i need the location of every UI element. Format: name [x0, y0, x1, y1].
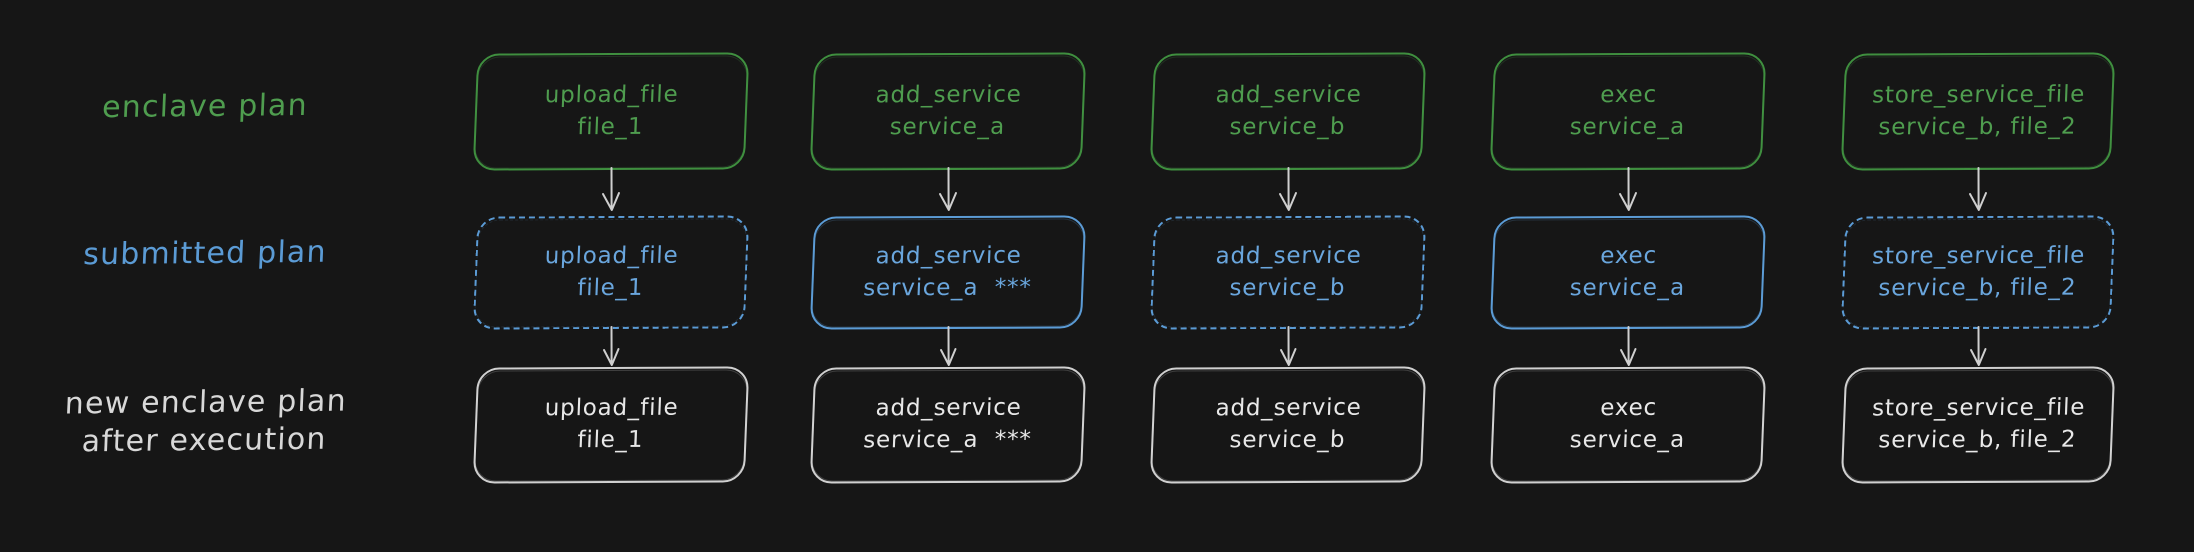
node-enclave-plan-col5[interactable]: store_service_file service_b, file_2 — [1840, 52, 2116, 171]
node-line2: service_b — [1229, 426, 1346, 454]
node-line1: add_service — [1215, 394, 1363, 422]
node-submitted-plan-col5[interactable]: store_service_file service_b, file_2 — [1840, 215, 2116, 330]
node-submitted-plan-col4[interactable]: exec service_a — [1489, 215, 1767, 330]
node-line2: service_a — [1569, 426, 1686, 454]
node-line1: upload_file — [544, 81, 680, 109]
node-enclave-plan-col2[interactable]: add_service service_a — [809, 52, 1087, 171]
node-line1: upload_file — [544, 242, 680, 270]
row-label-new-enclave-plan: new enclave plan after execution — [64, 383, 348, 460]
node-enclave-plan-col3[interactable]: add_service service_b — [1149, 52, 1427, 171]
node-new-enclave-plan-col3[interactable]: add_service service_b — [1149, 366, 1427, 484]
node-line2: service_a *** — [862, 426, 1033, 454]
node-line1: exec — [1599, 81, 1658, 108]
node-new-enclave-plan-col2[interactable]: add_service service_a *** — [809, 366, 1087, 484]
node-line1: add_service — [875, 242, 1023, 270]
arrow-col5-enclave-to-submitted — [1959, 167, 1999, 222]
node-new-enclave-plan-col5[interactable]: store_service_file service_b, file_2 — [1840, 366, 2116, 484]
node-line2: service_a *** — [862, 274, 1033, 301]
node-enclave-plan-col4[interactable]: exec service_a — [1489, 52, 1767, 171]
node-line2: file_1 — [576, 426, 644, 454]
arrow-col4-enclave-to-submitted — [1609, 167, 1649, 222]
row-label-submitted-plan: submitted plan — [82, 234, 328, 273]
node-line2: service_b, file_2 — [1877, 113, 2077, 140]
node-line1: add_service — [875, 394, 1023, 422]
node-submitted-plan-col2[interactable]: add_service service_a *** — [809, 215, 1087, 330]
node-line2: file_1 — [576, 113, 644, 140]
arrow-col3-enclave-to-submitted — [1269, 167, 1309, 222]
node-submitted-plan-col3[interactable]: add_service service_b — [1149, 215, 1427, 330]
node-line1: store_service_file — [1871, 394, 2086, 422]
node-line2: service_a — [1569, 113, 1686, 140]
node-line1: add_service — [1215, 242, 1363, 270]
arrow-col1-enclave-to-submitted — [592, 167, 632, 222]
node-line2: service_b — [1229, 274, 1346, 301]
node-line1: exec — [1599, 395, 1658, 422]
node-line2: service_b, file_2 — [1877, 426, 2077, 454]
node-line1: add_service — [875, 81, 1023, 109]
node-new-enclave-plan-col1[interactable]: upload_file file_1 — [472, 366, 750, 484]
node-line2: service_b — [1229, 113, 1346, 140]
node-line1: store_service_file — [1871, 81, 2086, 109]
node-new-enclave-plan-col4[interactable]: exec service_a — [1489, 366, 1767, 484]
node-line1: upload_file — [544, 394, 680, 422]
node-enclave-plan-col1[interactable]: upload_file file_1 — [472, 52, 750, 171]
node-line1: add_service — [1215, 81, 1363, 109]
row-label-enclave-plan: enclave plan — [101, 87, 309, 126]
node-line2: service_b, file_2 — [1877, 274, 2077, 301]
node-line2: file_1 — [576, 274, 644, 301]
node-line2: service_a — [889, 113, 1006, 140]
node-line1: exec — [1599, 242, 1658, 269]
node-line1: store_service_file — [1871, 242, 2086, 270]
node-line2: service_a — [1569, 274, 1686, 301]
arrow-col2-enclave-to-submitted — [929, 167, 969, 222]
node-submitted-plan-col1[interactable]: upload_file file_1 — [472, 215, 750, 330]
